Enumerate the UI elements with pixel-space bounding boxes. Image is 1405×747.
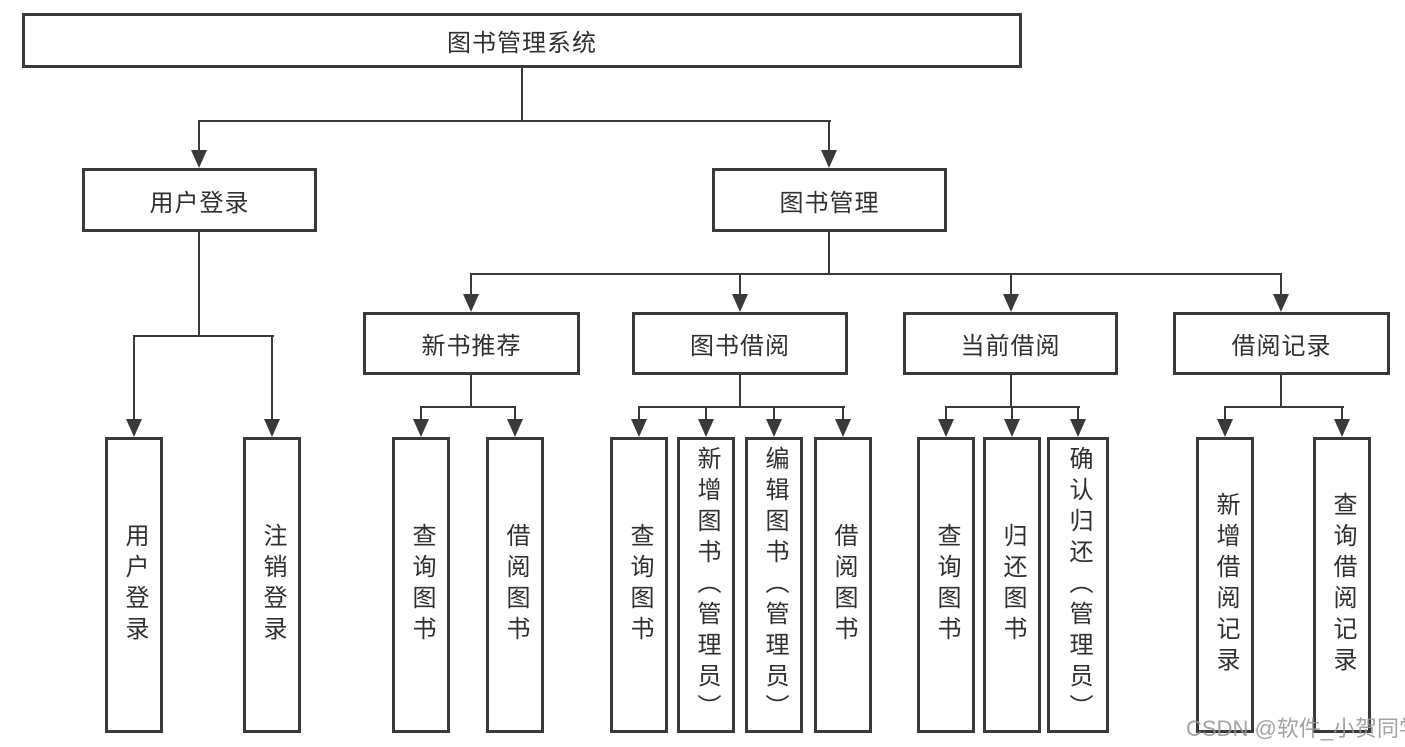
- node-leaf-bb-add: 新增图书（管理员）: [677, 437, 735, 733]
- node-book-mgmt: 图书管理: [712, 168, 947, 232]
- watermark: CSDN @软件_小贺同学: [1186, 716, 1405, 741]
- connector-drop-book-mgmt: [828, 120, 830, 150]
- node-current: 当前借阅: [903, 312, 1118, 375]
- connector-level2-bar: [198, 120, 831, 122]
- connector-current-stem: [1010, 375, 1012, 406]
- node-leaf-nb-query: 查询图书: [392, 437, 450, 733]
- arrow-to-records: [1273, 294, 1289, 312]
- node-leaf-br-add: 新增借阅记录: [1196, 437, 1254, 733]
- connector-drop-bb-edit: [773, 406, 775, 419]
- node-leaf-br-query: 查询借阅记录: [1313, 437, 1371, 733]
- connector-drop-bb-borrow: [842, 406, 844, 419]
- leaf-label-bb-borrow: 借阅图书: [830, 523, 857, 647]
- connector-drop-records: [1280, 273, 1282, 294]
- arrow-to-cb-confirm: [1070, 419, 1086, 437]
- arrow-to-br-query: [1334, 419, 1350, 437]
- node-user-login-label: 用户登录: [149, 189, 250, 217]
- leaf-label-cb-query: 查询图书: [933, 523, 960, 647]
- arrow-to-book-mgmt: [821, 150, 837, 168]
- node-root-label: 图书管理系统: [447, 30, 597, 57]
- node-leaf-bb-borrow: 借阅图书: [814, 437, 872, 733]
- arrow-to-br-add: [1217, 419, 1233, 437]
- connector-drop-user-login: [198, 120, 200, 150]
- node-user-login: 用户登录: [82, 168, 317, 232]
- connector-new-books-stem: [470, 375, 472, 406]
- leaf-label-br-query: 查询借阅记录: [1329, 492, 1356, 678]
- node-current-label: 当前借阅: [960, 333, 1061, 360]
- connector-user-login-bar: [133, 335, 274, 337]
- arrow-to-cb-return: [1004, 419, 1020, 437]
- node-leaf-bb-edit: 编辑图书（管理员）: [745, 437, 803, 733]
- arrow-to-bb-add: [698, 419, 714, 437]
- node-records: 借阅记录: [1173, 312, 1390, 375]
- node-root: 图书管理系统: [22, 13, 1022, 68]
- arrow-to-nb-borrow: [507, 419, 523, 437]
- connector-new-books-bar: [420, 406, 516, 408]
- connector-drop-current: [1010, 273, 1012, 294]
- node-leaf-nb-borrow: 借阅图书: [486, 437, 544, 733]
- leaf-label-logout: 注销登录: [259, 523, 286, 647]
- connector-drop-bb-add: [705, 406, 707, 419]
- connector-records-stem: [1280, 375, 1282, 406]
- arrow-to-new-books: [463, 294, 479, 312]
- node-borrowing-label: 图书借阅: [690, 333, 790, 360]
- arrow-to-current: [1003, 294, 1019, 312]
- connector-drop-bb-query: [638, 406, 640, 419]
- arrow-to-cb-query: [938, 419, 954, 437]
- connector-borrowing-bar: [638, 406, 845, 408]
- leaf-label-nb-query: 查询图书: [408, 523, 435, 647]
- node-leaf-bb-query: 查询图书: [610, 437, 668, 733]
- node-new-books: 新书推荐: [363, 312, 580, 375]
- arrow-to-leaf-logout: [264, 419, 280, 437]
- connector-user-login-stem: [198, 232, 200, 335]
- connector-drop-cb-confirm: [1077, 406, 1079, 419]
- connector-drop-br-query: [1341, 406, 1343, 419]
- connector-borrowing-stem: [739, 375, 741, 406]
- arrow-to-bb-edit: [766, 419, 782, 437]
- node-records-label: 借阅记录: [1231, 333, 1332, 360]
- connector-drop-nb-borrow: [514, 406, 516, 419]
- arrow-to-user-login: [191, 150, 207, 168]
- node-new-books-label: 新书推荐: [421, 333, 522, 360]
- arrow-to-borrowing: [732, 294, 748, 312]
- node-leaf-cb-confirm: 确认归还（管理员）: [1047, 437, 1109, 733]
- node-book-mgmt-label: 图书管理: [779, 189, 880, 217]
- connector-level3-bar: [470, 273, 1282, 275]
- connector-drop-cb-return: [1011, 406, 1013, 419]
- arrow-to-leaf-user-login: [126, 419, 142, 437]
- leaf-label-nb-borrow: 借阅图书: [502, 523, 529, 647]
- leaf-label-bb-add: 新增图书（管理员）: [693, 445, 720, 725]
- connector-root-stem: [521, 68, 523, 120]
- connector-drop-nb-query: [420, 406, 422, 419]
- leaf-label-bb-edit: 编辑图书（管理员）: [761, 445, 788, 725]
- connector-drop-leaf-user-login: [133, 335, 135, 419]
- connector-drop-br-add: [1224, 406, 1226, 419]
- node-leaf-cb-query: 查询图书: [917, 437, 975, 733]
- leaf-label-user-login: 用户登录: [121, 523, 148, 647]
- connector-drop-cb-query: [945, 406, 947, 419]
- connector-drop-leaf-logout: [271, 335, 273, 419]
- node-borrowing: 图书借阅: [632, 312, 848, 375]
- leaf-label-cb-confirm: 确认归还（管理员）: [1065, 445, 1092, 725]
- leaf-label-cb-return: 归还图书: [999, 523, 1026, 647]
- arrow-to-nb-query: [413, 419, 429, 437]
- connector-book-mgmt-stem: [828, 232, 830, 273]
- arrow-to-bb-query: [631, 419, 647, 437]
- connector-records-bar: [1224, 406, 1344, 408]
- connector-drop-new-books: [470, 273, 472, 294]
- arrow-to-bb-borrow: [835, 419, 851, 437]
- leaf-label-bb-query: 查询图书: [626, 523, 653, 647]
- leaf-label-br-add: 新增借阅记录: [1212, 492, 1239, 678]
- node-leaf-cb-return: 归还图书: [983, 437, 1041, 733]
- connector-drop-borrowing: [739, 273, 741, 294]
- node-leaf-user-login: 用户登录: [105, 437, 163, 733]
- node-leaf-logout: 注销登录: [243, 437, 301, 733]
